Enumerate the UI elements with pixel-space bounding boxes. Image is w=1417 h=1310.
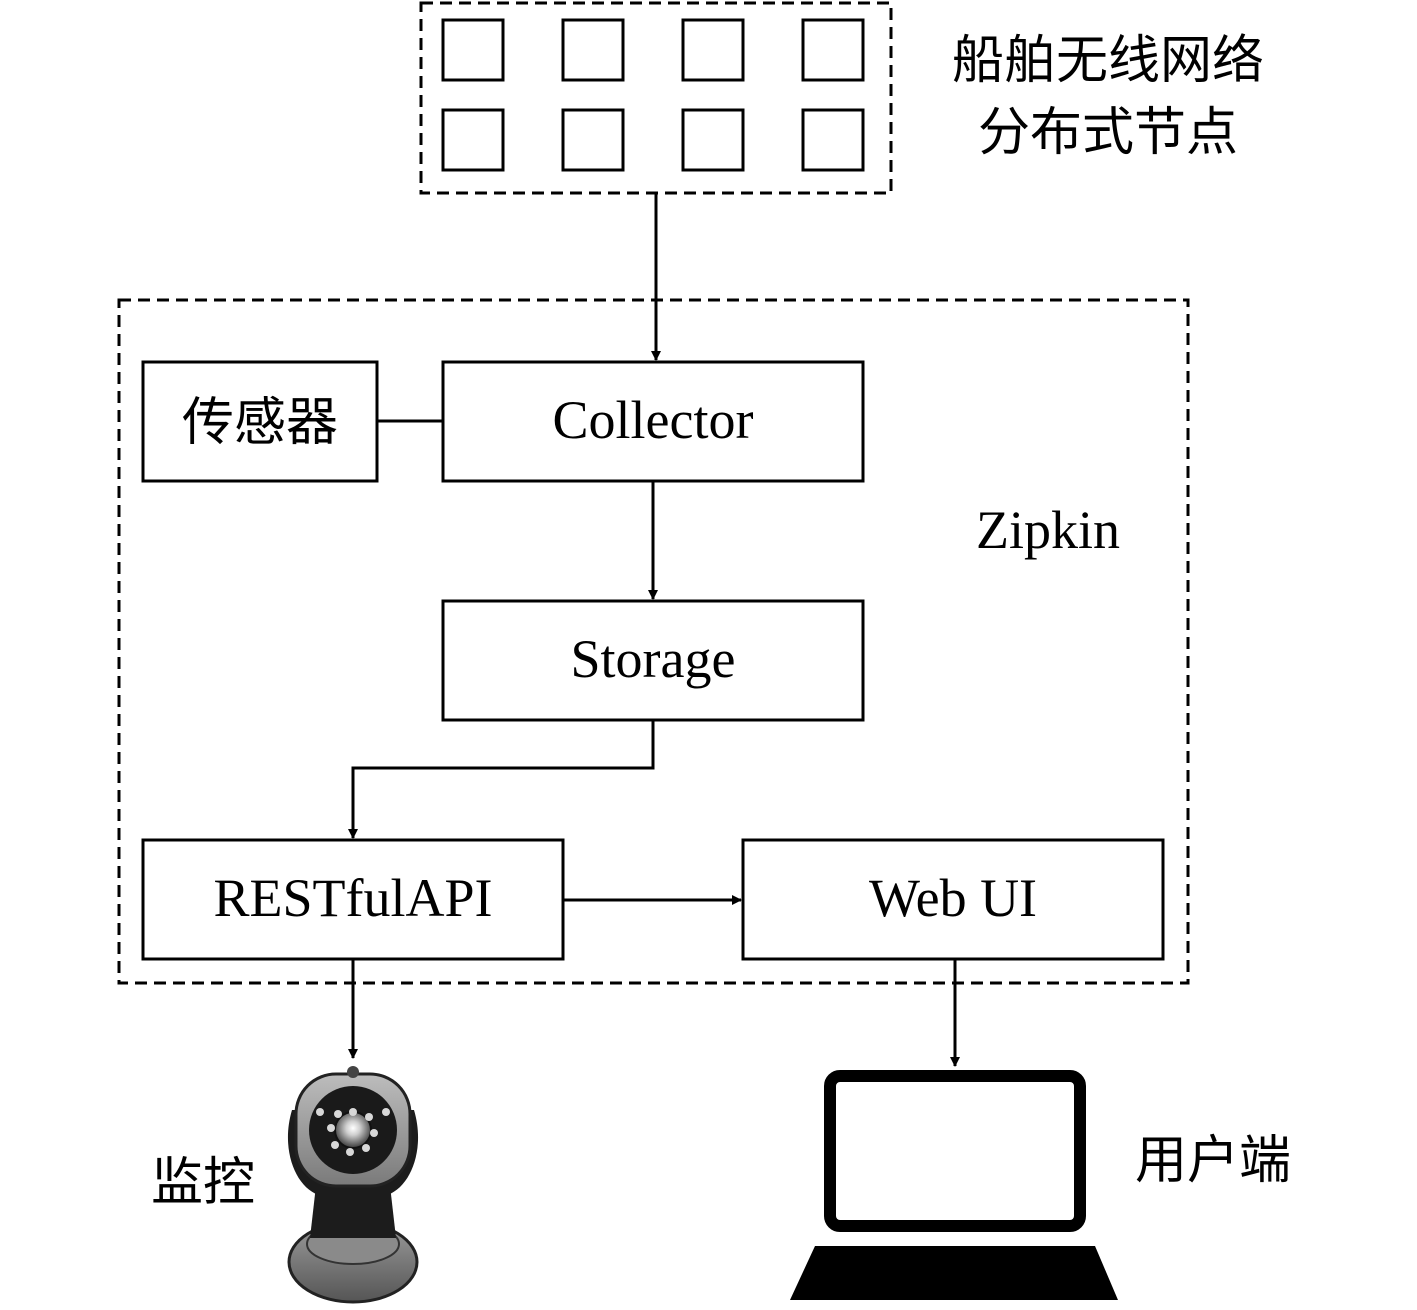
node-square xyxy=(561,108,625,172)
distributed-nodes-group: 船舶无线网络 分布式节点 xyxy=(419,1,1264,195)
nodes-label-line1: 船舶无线网络 xyxy=(952,31,1264,91)
collector-box: Collector xyxy=(441,360,865,483)
nodes-label-line2: 分布式节点 xyxy=(978,103,1238,163)
monitor-label: 监控 xyxy=(151,1153,255,1213)
restful-api-box: RESTfulAPI xyxy=(141,838,565,961)
zipkin-group: Zipkin 传感器 Collector Storage RESTfulAPI … xyxy=(117,298,1190,985)
nodes-dashed-boundary xyxy=(419,1,893,195)
node-square xyxy=(801,18,865,82)
collector-label: Collector xyxy=(553,390,754,450)
storage-label: Storage xyxy=(571,629,736,689)
zipkin-dashed-boundary xyxy=(117,298,1190,985)
connectors xyxy=(348,193,960,1067)
web-ui-label: Web UI xyxy=(869,868,1037,928)
node-square xyxy=(561,18,625,82)
node-square xyxy=(441,108,505,172)
zipkin-label: Zipkin xyxy=(976,500,1120,560)
arrow-storage-to-restful-api xyxy=(348,720,655,839)
sensor-label: 传感器 xyxy=(182,393,338,453)
sensor-box: 传感器 xyxy=(141,360,379,483)
node-square xyxy=(801,108,865,172)
laptop-icon xyxy=(790,1070,1118,1300)
surveillance-camera-icon xyxy=(287,1066,419,1304)
node-square xyxy=(681,18,745,82)
storage-box: Storage xyxy=(441,599,865,722)
web-ui-box: Web UI xyxy=(741,838,1165,961)
node-square xyxy=(681,108,745,172)
node-square xyxy=(441,18,505,82)
user-client-label: 用户端 xyxy=(1135,1131,1291,1191)
restful-api-label: RESTfulAPI xyxy=(213,868,492,928)
